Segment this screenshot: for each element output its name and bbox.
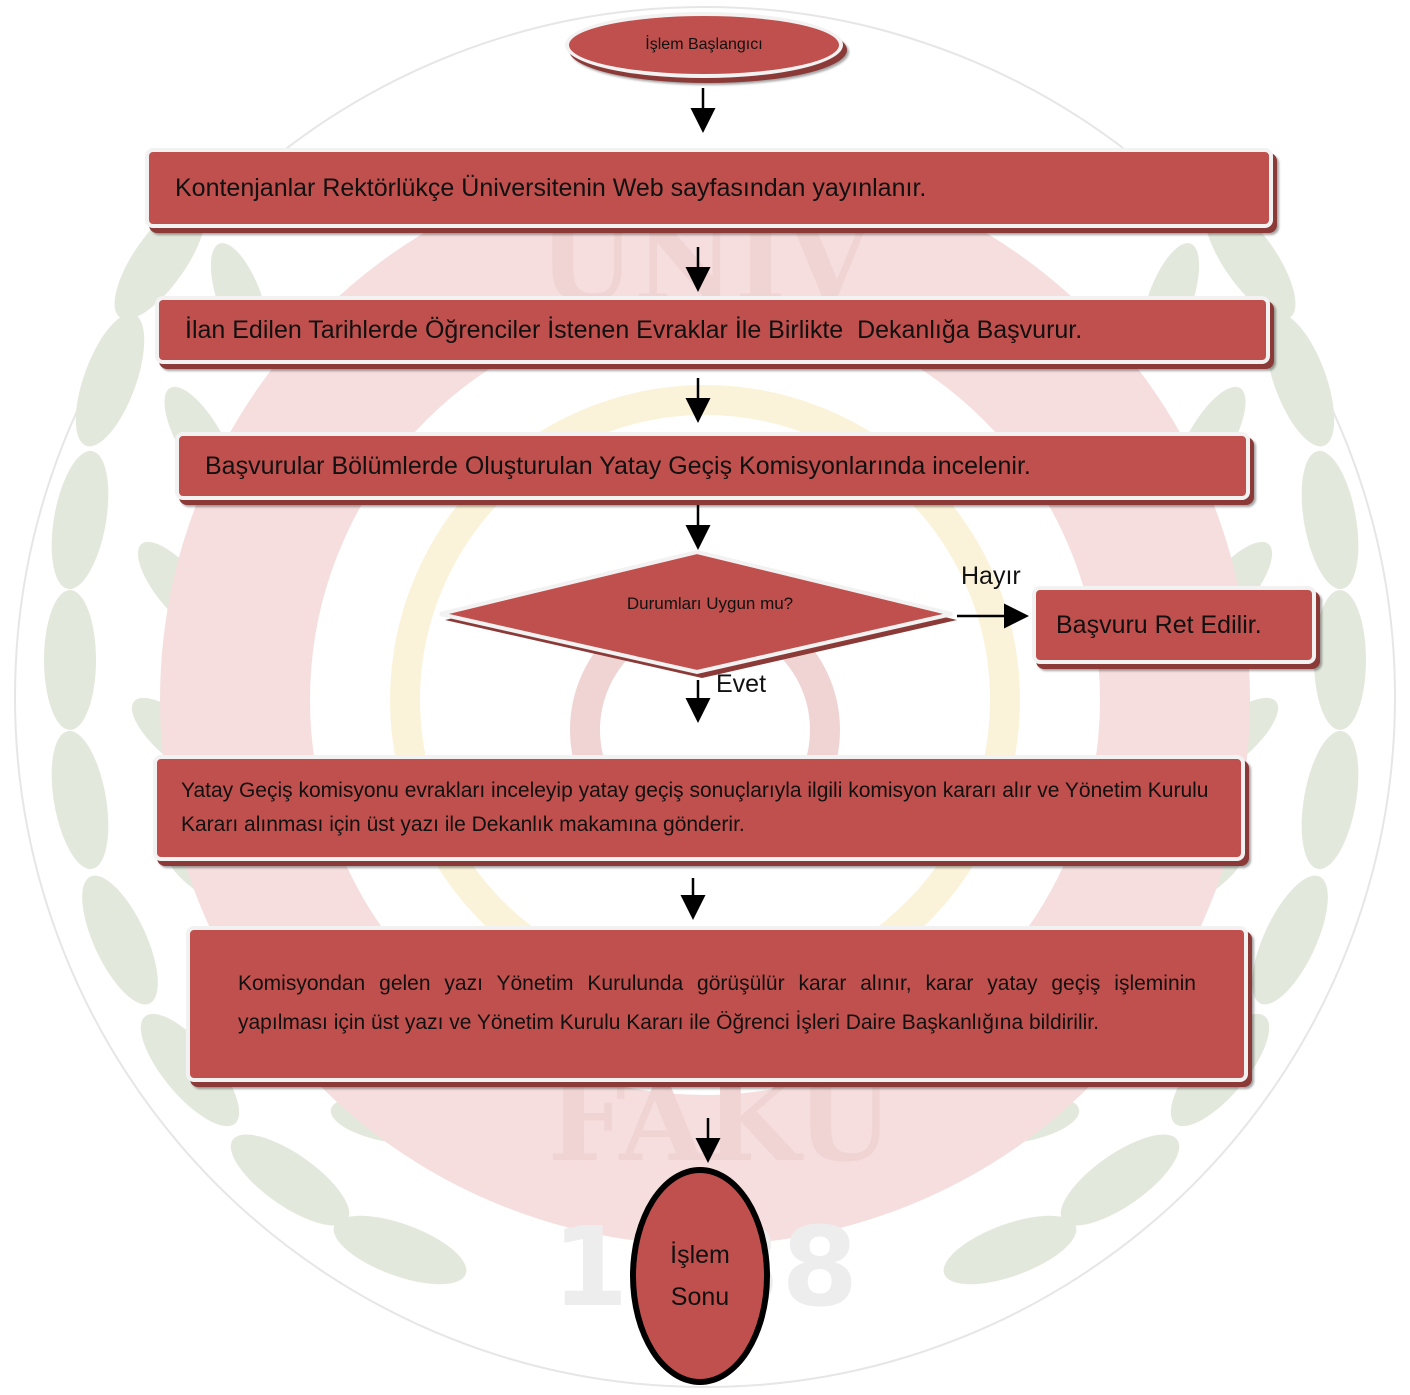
decision-question: Durumları Uygun mu? bbox=[626, 594, 794, 613]
decision-diamond bbox=[439, 549, 953, 675]
step-review: Başvurular Bölümlerde Oluşturulan Yatay … bbox=[175, 432, 1250, 500]
yes-label: Evet bbox=[716, 670, 767, 698]
start-label: İşlem Başlangıcı bbox=[645, 36, 763, 53]
step-2-text: İlan Edilen Tarihlerde Öğrenciler İstene… bbox=[185, 315, 1083, 344]
rejected-text: Başvuru Ret Edilir. bbox=[1056, 610, 1262, 639]
step-1-text: Kontenjanlar Rektörlükçe Üniversitenin W… bbox=[175, 173, 927, 202]
step-rejected: Başvuru Ret Edilir. bbox=[1032, 586, 1316, 664]
step-apply: İlan Edilen Tarihlerde Öğrenciler İstene… bbox=[155, 296, 1270, 364]
step-board-decision: Komisyondan gelen yazı Yönetim Kurulunda… bbox=[186, 926, 1248, 1082]
end-label-line2: Sonu bbox=[670, 1283, 730, 1311]
start-terminal: İşlem Başlangıcı bbox=[565, 12, 843, 78]
step-3-text: Başvurular Bölümlerde Oluşturulan Yatay … bbox=[205, 451, 1031, 480]
end-label-line1: İşlem bbox=[670, 1240, 730, 1269]
step-commission-decision: Yatay Geçiş komisyonu evrakları inceleyi… bbox=[153, 755, 1245, 861]
end-terminal: İşlem Sonu bbox=[630, 1167, 770, 1385]
no-label: Hayır bbox=[961, 562, 1021, 590]
step-publish-quotas: Kontenjanlar Rektörlükçe Üniversitenin W… bbox=[145, 148, 1273, 228]
step-4-text: Yatay Geçiş komisyonu evrakları inceleyi… bbox=[181, 779, 1209, 836]
step-5-text: Komisyondan gelen yazı Yönetim Kurulunda… bbox=[238, 972, 1196, 1034]
